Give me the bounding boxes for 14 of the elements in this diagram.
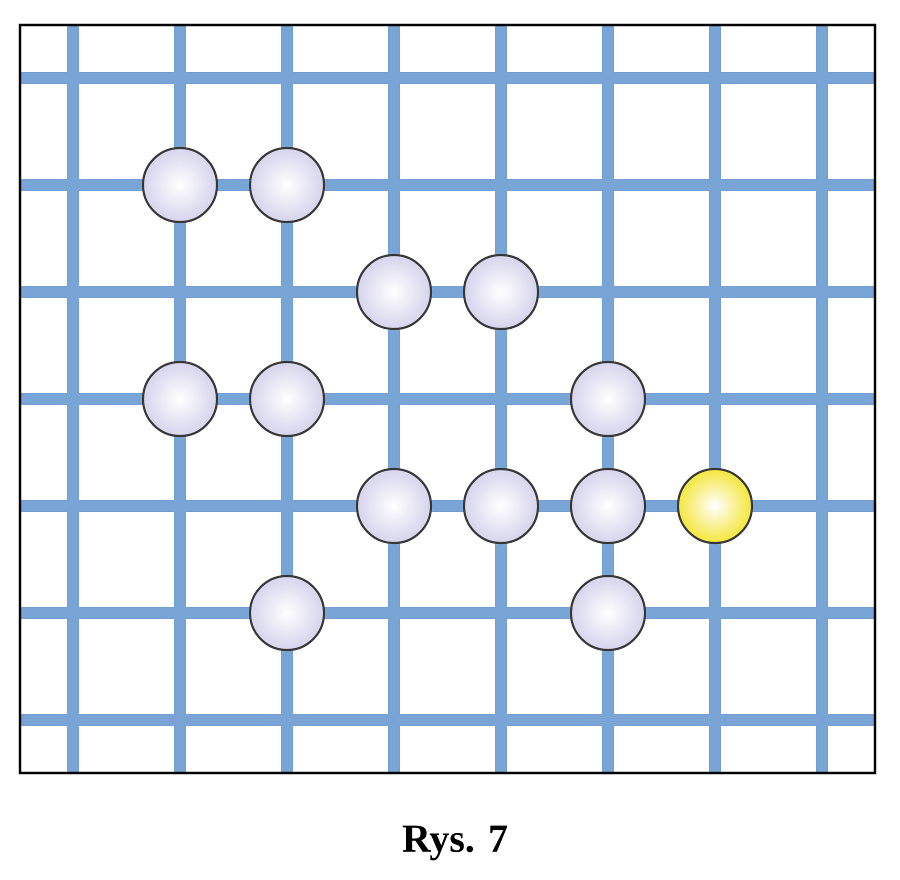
- circle: [248, 360, 326, 438]
- circle: [676, 468, 754, 544]
- circle: [462, 468, 540, 544]
- circle: [570, 574, 646, 652]
- circle: [142, 146, 218, 224]
- circle: [570, 468, 646, 544]
- circle: [570, 360, 646, 438]
- circle: [356, 254, 432, 330]
- circle: [462, 254, 540, 330]
- circle: [356, 468, 432, 544]
- circle: [248, 146, 326, 224]
- caption: Rys. 7: [402, 826, 507, 860]
- circle: [248, 574, 326, 652]
- circle: [142, 360, 218, 438]
